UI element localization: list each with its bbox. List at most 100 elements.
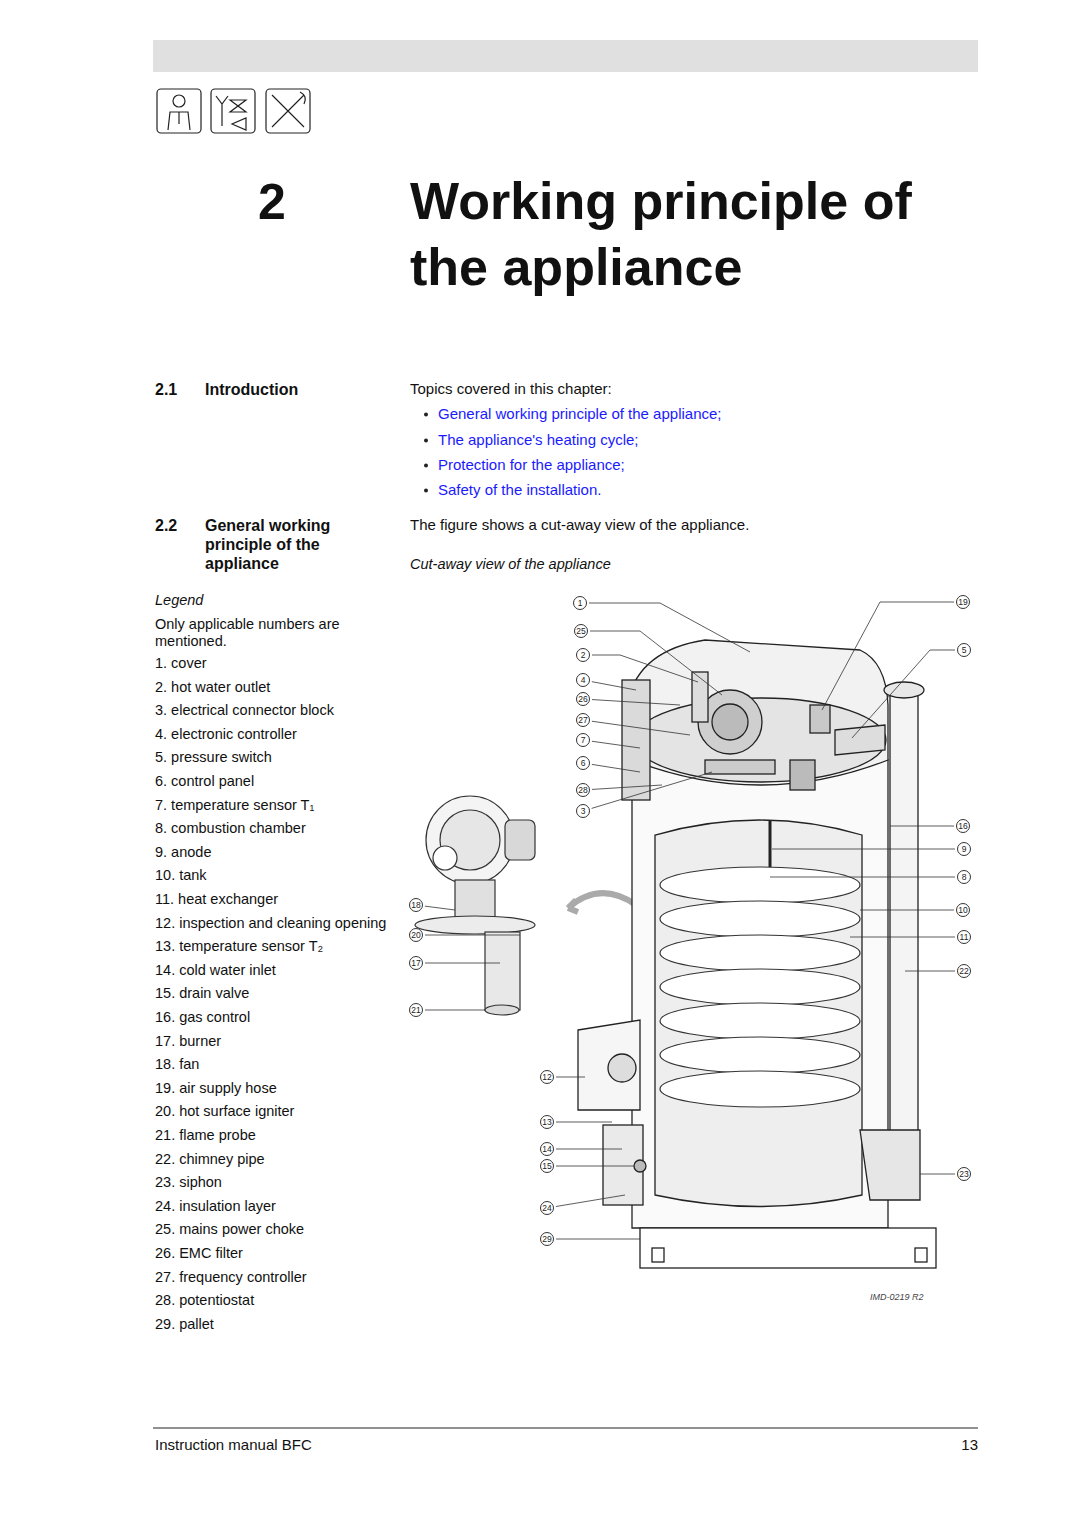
callout-circle: 28 <box>576 783 590 797</box>
callout-number: 23 <box>959 1170 968 1179</box>
callout-circle: 13 <box>540 1115 554 1129</box>
callout-number: 4 <box>581 676 586 685</box>
section-heading: General working principle of the applian… <box>205 516 365 574</box>
callout-number: 5 <box>962 646 967 655</box>
callout-circle: 24 <box>540 1201 554 1215</box>
legend-item: 23. siphon <box>155 1174 222 1191</box>
callout-circle: 29 <box>540 1232 554 1246</box>
leader-line <box>860 910 954 911</box>
callout-circle: 16 <box>956 819 970 833</box>
leader-line <box>556 1195 625 1207</box>
leader-line <box>425 935 520 936</box>
callout-circle: 14 <box>540 1142 554 1156</box>
leader-line <box>425 906 455 910</box>
callout-circle: 20 <box>409 928 423 942</box>
leader-line <box>590 631 722 695</box>
callout-number: 19 <box>958 598 967 607</box>
legend-item: 18. fan <box>155 1056 199 1073</box>
legend-note: Only applicable numbers are mentioned. <box>155 616 370 651</box>
callout-circle: 18 <box>409 898 423 912</box>
callout-number: 3 <box>581 807 586 816</box>
legend-item: 29. pallet <box>155 1316 214 1333</box>
bullet <box>424 439 428 443</box>
callout-number: 17 <box>411 959 420 968</box>
callout-number: 16 <box>958 822 967 831</box>
leader-line <box>592 700 680 705</box>
callout-number: 1 <box>578 599 583 608</box>
coil-turn <box>660 1003 860 1039</box>
legend-item: 21. flame probe <box>155 1127 256 1144</box>
leader-line <box>592 764 640 772</box>
callout-circle: 6 <box>576 756 590 770</box>
legend-heading: Legend <box>155 592 203 609</box>
coil-turn <box>660 1037 860 1073</box>
legend-item: 4. electronic controller <box>155 726 297 743</box>
callout-number: 21 <box>411 1006 420 1015</box>
legend-item: 6. control panel <box>155 773 254 790</box>
leader-line <box>425 963 500 964</box>
callout-circle: 27 <box>576 713 590 727</box>
section-number: 2.2 <box>155 516 177 535</box>
callout-circle: 23 <box>957 1167 971 1181</box>
coil-turn <box>660 969 860 1005</box>
callout-circle: 21 <box>409 1003 423 1017</box>
callout-circle: 10 <box>956 903 970 917</box>
link-text: Safety of the installation. <box>438 481 601 499</box>
callout-number: 9 <box>962 845 967 854</box>
callout-number: 13 <box>542 1118 551 1127</box>
coil-turn <box>660 867 860 903</box>
legend-item: 16. gas control <box>155 1009 250 1026</box>
leader-line <box>425 1010 485 1011</box>
removal-arrow <box>568 893 636 912</box>
callout-number: 20 <box>411 931 420 940</box>
leader-line <box>890 826 954 827</box>
legend-item: 10. tank <box>155 867 207 884</box>
leader-line <box>770 877 955 878</box>
callout-number: 15 <box>542 1162 551 1171</box>
callout-circle: 8 <box>957 870 971 884</box>
legend-item: 2. hot water outlet <box>155 679 270 696</box>
leader-line <box>822 602 954 710</box>
callout-circle: 1 <box>573 596 587 610</box>
leader-line <box>592 785 662 789</box>
callout-number: 27 <box>578 716 587 725</box>
callout-circle: 15 <box>540 1159 554 1173</box>
bullet <box>424 489 428 493</box>
legend-item: 8. combustion chamber <box>155 820 306 837</box>
legend-item: 9. anode <box>155 844 211 861</box>
section-number: 2.1 <box>155 380 177 399</box>
callout-circle: 17 <box>409 956 423 970</box>
leader-line <box>556 1077 585 1078</box>
coil-turn <box>660 1071 860 1107</box>
callout-number: 24 <box>542 1204 551 1213</box>
link-text: General working principle of the applian… <box>438 405 722 423</box>
leader-line <box>852 650 955 738</box>
callout-circle: 22 <box>957 964 971 978</box>
callout-number: 11 <box>960 933 969 942</box>
leader-line <box>556 1122 612 1123</box>
callout-circle: 2 <box>576 648 590 662</box>
callout-circle: 5 <box>957 643 971 657</box>
section-heading: Introduction <box>205 380 298 399</box>
leader-line <box>920 1174 955 1175</box>
callout-number: 8 <box>962 873 967 882</box>
legend-item: 7. temperature sensor T₁ <box>155 797 314 814</box>
callout-number: 10 <box>958 906 967 915</box>
callout-circle: 11 <box>957 930 971 944</box>
legend-item: 19. air supply hose <box>155 1080 277 1097</box>
figure-caption: Cut-away view of the appliance <box>410 556 611 573</box>
leader-line <box>592 682 636 690</box>
callout-number: 6 <box>581 759 586 768</box>
leader-line <box>905 971 955 972</box>
leader-line <box>556 1149 622 1150</box>
callout-circle: 19 <box>956 595 970 609</box>
coil-turn <box>660 901 860 937</box>
legend-item: 1. cover <box>155 655 207 672</box>
coil-turn <box>660 935 860 971</box>
legend-item: 26. EMC filter <box>155 1245 243 1262</box>
callout-number: 2 <box>581 651 586 660</box>
legend-item: 27. frequency controller <box>155 1269 307 1286</box>
callout-number: 29 <box>542 1235 551 1244</box>
callout-number: 28 <box>578 786 587 795</box>
leader-line <box>592 655 698 682</box>
